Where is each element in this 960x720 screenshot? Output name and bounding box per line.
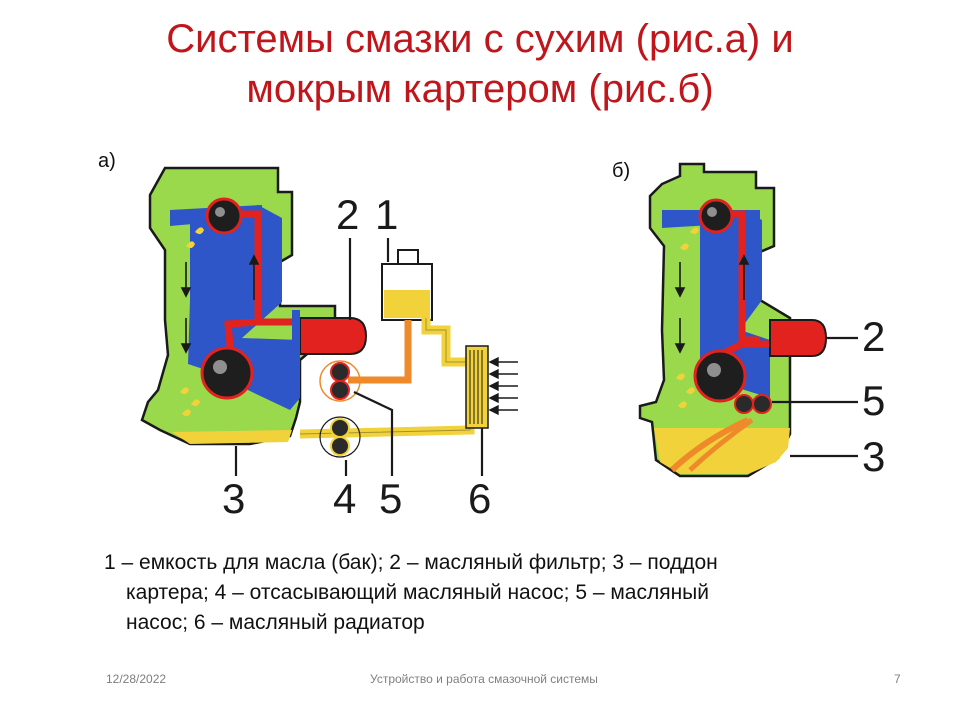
crankshaft-a bbox=[200, 346, 254, 400]
camshaft-a bbox=[205, 197, 243, 235]
legend-caption: 1 – емкость для масла (бак); 2 – масляны… bbox=[104, 548, 904, 638]
crankshaft-b bbox=[693, 349, 747, 403]
footer-title: Устройство и работа смазочной системы bbox=[370, 672, 598, 686]
callout-a-2: 2 bbox=[336, 191, 360, 238]
title-line-1: Системы смазки с сухим (рис.а) и bbox=[166, 17, 794, 61]
caption-line-2: картера; 4 – отсасывающий масляный насос… bbox=[126, 581, 710, 604]
callout-b-2: 2 bbox=[862, 313, 886, 360]
scavenge-pump-a bbox=[319, 416, 361, 458]
callout-b-3: 3 bbox=[862, 433, 886, 480]
figure-a-drawing bbox=[140, 166, 518, 476]
oil-pump-b bbox=[734, 394, 772, 414]
figure-b-drawing bbox=[638, 162, 858, 478]
oil-filter-a bbox=[299, 317, 368, 355]
camshaft-b bbox=[698, 198, 734, 234]
caption-line-1: 1 – емкость для масла (бак); 2 – масляны… bbox=[104, 551, 718, 574]
footer-date: 12/28/2022 bbox=[106, 672, 167, 686]
oil-filter-b bbox=[769, 319, 828, 357]
radiator-a bbox=[465, 345, 489, 429]
oil-pump-a bbox=[319, 360, 361, 402]
caption-line-3: насос; 6 – масляный радиатор bbox=[126, 611, 425, 634]
page-number: 7 bbox=[894, 672, 901, 686]
callout-a-4: 4 bbox=[333, 475, 357, 522]
title-line-2: мокрым картером (рис.б) bbox=[246, 67, 714, 111]
callout-a-1: 1 bbox=[375, 191, 399, 238]
callout-b-5: 5 bbox=[862, 377, 886, 424]
callout-a-3: 3 bbox=[222, 475, 246, 522]
figure-a-label: а) bbox=[98, 150, 116, 172]
figure-b-label: б) bbox=[612, 160, 631, 182]
callout-a-5: 5 bbox=[379, 475, 403, 522]
callout-a-6: 6 bbox=[468, 475, 492, 522]
slide-title: Системы смазки с сухим (рис.а) и мокрым … bbox=[80, 14, 880, 114]
